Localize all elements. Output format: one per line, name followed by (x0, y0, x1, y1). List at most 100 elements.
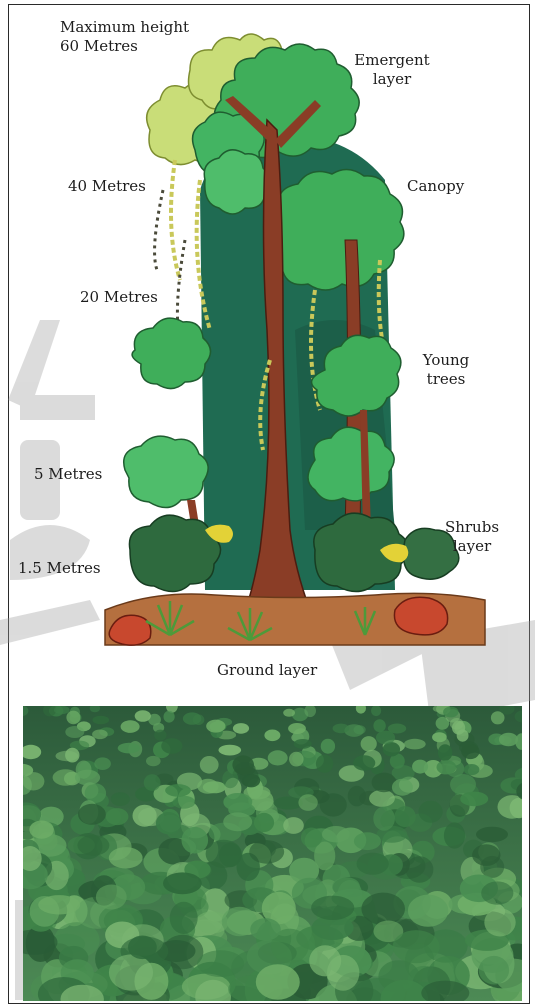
ground-layer-label: Ground layer (217, 661, 317, 680)
tree-crown-blob (479, 956, 509, 985)
tree-crown-blob (133, 805, 157, 827)
shrub-left (129, 515, 220, 591)
tree-crown-blob (254, 813, 274, 832)
young-trees-label-line2: trees (410, 370, 482, 389)
tree-crown-blob (327, 955, 359, 991)
tree-crown-blob (96, 885, 127, 910)
young-trees-label-line1: Young (410, 351, 482, 370)
max-height-label-line2: 60 Metres (60, 37, 138, 56)
rainforest-photo (23, 706, 522, 1001)
tree-crown-blob (268, 750, 288, 765)
tree-crown-blob (499, 733, 518, 746)
tree-crown-blob (182, 827, 209, 854)
tree-crown-blob (85, 783, 106, 803)
tree-crown-blob (316, 755, 333, 773)
tree-crown-blob (405, 943, 435, 980)
tree-crown-blob (173, 796, 196, 809)
young-tree-left-2 (124, 436, 208, 507)
tree-crown-blob (219, 745, 242, 756)
tree-crown-blob (321, 739, 335, 754)
tree-crown-blob (206, 720, 225, 733)
tree-crown-blob (156, 812, 181, 834)
tree-crown-blob (53, 769, 79, 785)
tree-crown-blob (419, 801, 443, 823)
tree-crown-blob (161, 738, 182, 754)
tree-crown-blob (250, 918, 281, 941)
height-1-5m-label: 1.5 Metres (18, 559, 101, 578)
tree-crown-blob (476, 827, 508, 842)
tree-crown-blob (301, 828, 322, 848)
tree-crown-blob (183, 712, 201, 724)
tree-crown-blob (146, 756, 161, 766)
tree-crown-blob (118, 743, 140, 754)
tree-crown-blob (406, 856, 434, 883)
tree-crown-blob (77, 835, 109, 856)
canopy-label: Canopy (407, 177, 464, 196)
tree-crown-blob (472, 844, 500, 866)
tree-crown-blob (484, 908, 515, 936)
max-height-label-line1: Maximum height (60, 18, 189, 37)
tree-crown-blob (93, 716, 110, 725)
tree-crown-blob (354, 725, 366, 734)
tree-crown-blob (92, 730, 108, 740)
tree-crown-blob (294, 739, 312, 749)
tree-crown-blob (109, 954, 153, 990)
emergent-layer-label-line2: layer (342, 70, 442, 89)
tree-crown-blob (376, 731, 395, 745)
tree-crown-blob (206, 840, 242, 868)
tree-crown-blob (404, 739, 426, 750)
tree-crown-blob (29, 821, 53, 839)
tree-crown-blob (283, 709, 295, 717)
tree-crown-blob (65, 726, 84, 738)
tree-crown-blob (311, 896, 354, 920)
tree-crown-blob (249, 840, 284, 864)
tree-crown-blob (288, 723, 306, 734)
tree-crown-blob (109, 847, 143, 868)
tree-crown-blob (94, 757, 111, 770)
shrubs-layer-label-line2: layer (432, 537, 512, 556)
tree-crown-blob (232, 755, 254, 774)
tree-crown-blob (144, 774, 161, 791)
tree-crown-blob (443, 707, 458, 718)
tree-crown-blob (283, 817, 304, 834)
tree-crown-blob (373, 807, 395, 831)
tree-crown-blob (197, 950, 244, 977)
tree-crown-blob (361, 893, 405, 925)
tree-crown-blob (481, 881, 513, 904)
tree-crown-blob (333, 724, 350, 734)
tree-crown-blob (437, 760, 457, 774)
tree-crown-blob (76, 761, 92, 779)
tree-crown-blob (353, 755, 375, 770)
tree-crown-blob (78, 804, 106, 825)
shrubs-layer-label-line1: Shrubs (432, 518, 512, 537)
tree-crown-blob (233, 723, 249, 734)
young-tree-left (132, 318, 210, 388)
canopy-crown-left (204, 150, 270, 214)
tree-crown-blob (256, 964, 300, 999)
height-5m-label: 5 Metres (34, 465, 102, 484)
tree-crown-blob (369, 790, 395, 807)
tree-crown-blob (361, 736, 377, 751)
rock-right (394, 597, 447, 635)
tree-crown-blob (444, 822, 465, 848)
tree-crown-blob (223, 793, 252, 811)
tree-crown-blob (66, 711, 80, 725)
tree-crown-blob (357, 853, 389, 875)
tree-crown-blob (373, 719, 385, 732)
tree-crown-blob (170, 902, 198, 934)
tree-crown-blob (298, 794, 317, 811)
tree-crown-blob (164, 711, 175, 723)
tree-crown-blob (348, 786, 366, 807)
tree-crown-blob (54, 706, 70, 714)
tree-crown-blob (222, 770, 238, 788)
tree-crown-blob (106, 808, 129, 825)
tree-crown-blob (394, 806, 415, 827)
liana-dark-1 (155, 190, 163, 270)
tree-crown-blob (121, 720, 140, 733)
emergent-layer-label-line1: Emergent (342, 51, 442, 70)
liana-1 (171, 160, 180, 280)
tree-crown-blob (264, 730, 280, 742)
tree-crown-blob (223, 812, 252, 831)
tree-crown-blob (332, 877, 360, 896)
tree-crown-blob (165, 784, 191, 797)
